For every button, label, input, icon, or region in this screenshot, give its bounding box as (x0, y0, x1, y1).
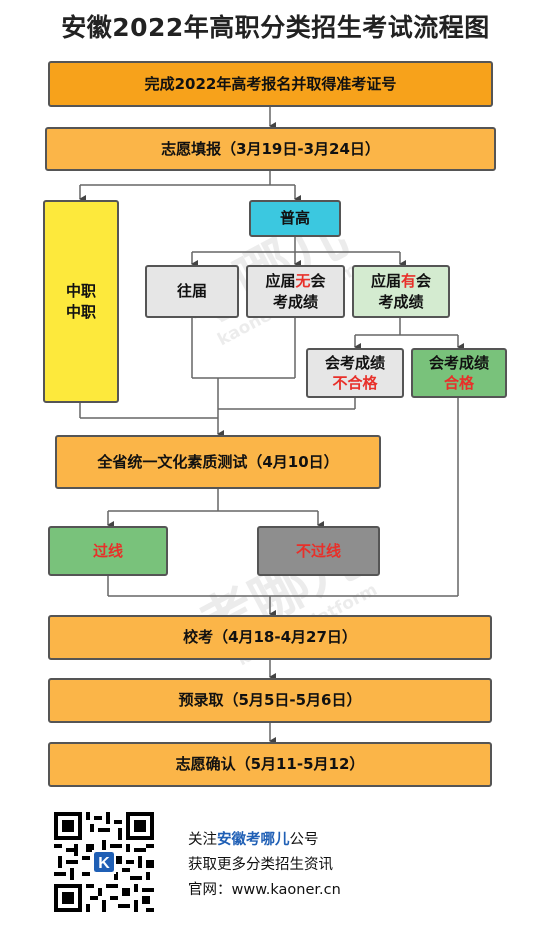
not-over-line-box: 不过线 (257, 526, 380, 576)
fill-step: 志愿填报（3月19日-3月24日） (45, 127, 496, 171)
confirm-step: 志愿确认（5月11-5月12） (48, 742, 492, 787)
putong-box: 普高 (249, 200, 341, 237)
yingjie-no-box: 应届无会 考成绩 (246, 265, 345, 318)
footer-more: 获取更多分类招生资讯 (188, 857, 333, 873)
yingjie-yes-box: 应届有会 考成绩 (352, 265, 450, 318)
wangjie-box: 往届 (145, 265, 239, 318)
provincial-test-step: 全省统一文化素质测试（4月10日） (55, 435, 381, 489)
huikao-fail-box: 会考成绩 不合格 (306, 348, 404, 398)
over-line-box: 过线 (48, 526, 168, 576)
account-name: 安徽考哪儿 (217, 832, 290, 848)
huikao-pass-box: 会考成绩 合格 (411, 348, 507, 398)
svg-text:K: K (98, 855, 110, 872)
footer-follow: 关注安徽考哪儿公号 (188, 832, 319, 848)
pre-admit-step: 预录取（5月5日-5月6日） (48, 678, 492, 723)
site-link[interactable]: www.kaoner.cn (231, 882, 341, 898)
register-step: 完成2022年高考报名并取得准考证号 (48, 61, 493, 107)
zhongzhi-box: 中职 中职 (43, 200, 119, 403)
page-title: 安徽2022年高职分类招生考试流程图 (61, 13, 490, 42)
school-exam-step: 校考（4月18-4月27日） (48, 615, 492, 660)
footer-site: 官网：www.kaoner.cn (188, 882, 341, 898)
qr-code: K (54, 812, 154, 912)
